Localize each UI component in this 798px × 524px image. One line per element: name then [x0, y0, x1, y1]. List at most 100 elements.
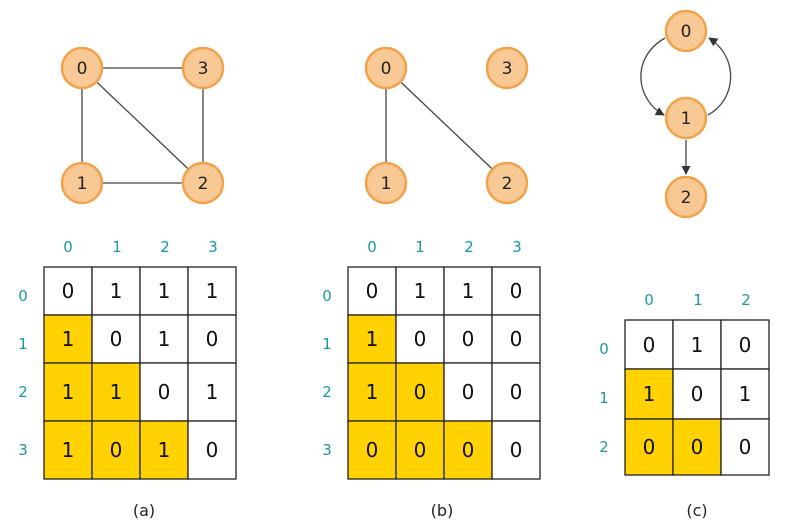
cell-value: 0 — [414, 438, 427, 462]
node-label: 0 — [77, 59, 88, 79]
graph-node: 2 — [664, 175, 708, 219]
cell-value: 1 — [691, 333, 704, 357]
cell-value: 0 — [206, 438, 219, 462]
panel-c: 0 1 2 0 1 2 0 1 2 0 1 0 1 — [599, 9, 770, 520]
matrix-cell — [720, 319, 770, 370]
cell-value: 0 — [691, 382, 704, 406]
matrix-cell — [672, 368, 722, 420]
graph-node: 0 — [60, 46, 104, 90]
matrix-cell — [443, 266, 493, 316]
matrix-cell-highlighted — [43, 420, 93, 480]
cell-value: 1 — [110, 380, 123, 404]
edge-0-1 — [640, 37, 666, 116]
matrix-cell-highlighted — [347, 420, 397, 480]
row-header: 3 — [18, 441, 28, 459]
matrix-cell — [187, 420, 237, 480]
column-header: 0 — [644, 291, 654, 309]
edge-1-0 — [707, 37, 732, 116]
node-label: 0 — [381, 59, 392, 79]
graph-node: 0 — [364, 46, 408, 90]
cell-value: 1 — [462, 279, 475, 303]
matrix-cell — [139, 314, 189, 364]
graph-node: 3 — [485, 46, 529, 90]
row-header: 1 — [599, 389, 609, 407]
cell-value: 0 — [739, 435, 752, 459]
cell-value: 0 — [691, 435, 704, 459]
row-header: 3 — [322, 441, 332, 459]
row-header: 0 — [599, 340, 609, 358]
cell-value: 0 — [510, 279, 523, 303]
panel-caption: (b) — [431, 501, 454, 520]
row-header: 2 — [18, 383, 28, 401]
row-header: 2 — [599, 438, 609, 456]
matrix-cell — [187, 266, 237, 316]
cell-value: 1 — [110, 279, 123, 303]
node-label: 2 — [502, 174, 513, 194]
row-header: 0 — [322, 287, 332, 305]
cell-value: 0 — [366, 438, 379, 462]
matrix-cell-highlighted — [443, 420, 493, 480]
cell-value: 1 — [414, 279, 427, 303]
matrix-c: 0 1 2 0 1 2 0 1 0 1 0 1 0 0 0 — [599, 291, 770, 476]
node-label: 2 — [681, 188, 692, 208]
matrix-cell-highlighted — [91, 420, 141, 480]
cell-value: 1 — [739, 382, 752, 406]
cell-value: 1 — [206, 380, 219, 404]
column-header: 1 — [693, 291, 703, 309]
column-header: 2 — [160, 238, 170, 256]
matrix-a: 0 1 2 3 0 1 2 3 0 1 1 1 1 0 1 0 1 — [18, 238, 237, 480]
graph-c: 0 1 2 — [640, 9, 732, 219]
column-header: 1 — [112, 238, 122, 256]
graph-a: 0 3 1 2 — [60, 46, 225, 205]
column-header: 3 — [208, 238, 218, 256]
cell-value: 1 — [158, 438, 171, 462]
graph-node: 2 — [181, 161, 225, 205]
matrix-cell-highlighted — [624, 418, 674, 476]
cell-value: 0 — [510, 327, 523, 351]
matrix-cell — [443, 314, 493, 364]
edge-0-2 — [385, 67, 508, 184]
column-header: 0 — [367, 238, 377, 256]
graph-node: 1 — [664, 96, 708, 140]
cell-value: 0 — [643, 435, 656, 459]
cell-value: 0 — [739, 333, 752, 357]
cell-value: 1 — [158, 279, 171, 303]
column-header: 1 — [415, 238, 425, 256]
matrix-cell — [491, 266, 541, 316]
matrix-b: 0 1 2 3 0 1 2 3 0 1 1 0 1 0 0 0 1 — [322, 238, 541, 480]
matrix-cell-highlighted — [139, 420, 189, 480]
cell-value: 0 — [510, 438, 523, 462]
cell-value: 0 — [643, 333, 656, 357]
row-header: 1 — [18, 335, 28, 353]
panel-b: 0 3 1 2 0 1 2 3 0 1 2 3 0 — [322, 46, 541, 520]
cell-value: 1 — [366, 380, 379, 404]
matrix-cell — [720, 418, 770, 476]
node-label: 0 — [681, 22, 692, 42]
cell-value: 1 — [62, 327, 75, 351]
matrix-cell-highlighted — [91, 362, 141, 422]
matrix-cell — [347, 266, 397, 316]
node-label: 1 — [77, 174, 88, 194]
matrix-cell-highlighted — [43, 362, 93, 422]
cell-value: 0 — [510, 380, 523, 404]
matrix-cell-highlighted — [347, 362, 397, 422]
matrix-cell — [395, 266, 445, 316]
cell-value: 0 — [206, 327, 219, 351]
matrix-cell — [491, 362, 541, 422]
cell-value: 0 — [462, 327, 475, 351]
matrix-cell — [187, 362, 237, 422]
cell-value: 0 — [414, 380, 427, 404]
cell-value: 0 — [158, 380, 171, 404]
cell-value: 1 — [206, 279, 219, 303]
row-header: 1 — [322, 335, 332, 353]
cell-value: 1 — [366, 327, 379, 351]
cell-value: 0 — [62, 279, 75, 303]
matrix-cell — [91, 314, 141, 364]
matrix-cell-highlighted — [672, 418, 722, 476]
cell-value: 0 — [462, 380, 475, 404]
cell-value: 0 — [414, 327, 427, 351]
column-header: 2 — [741, 291, 751, 309]
node-label: 3 — [502, 59, 513, 79]
cell-value: 1 — [62, 438, 75, 462]
